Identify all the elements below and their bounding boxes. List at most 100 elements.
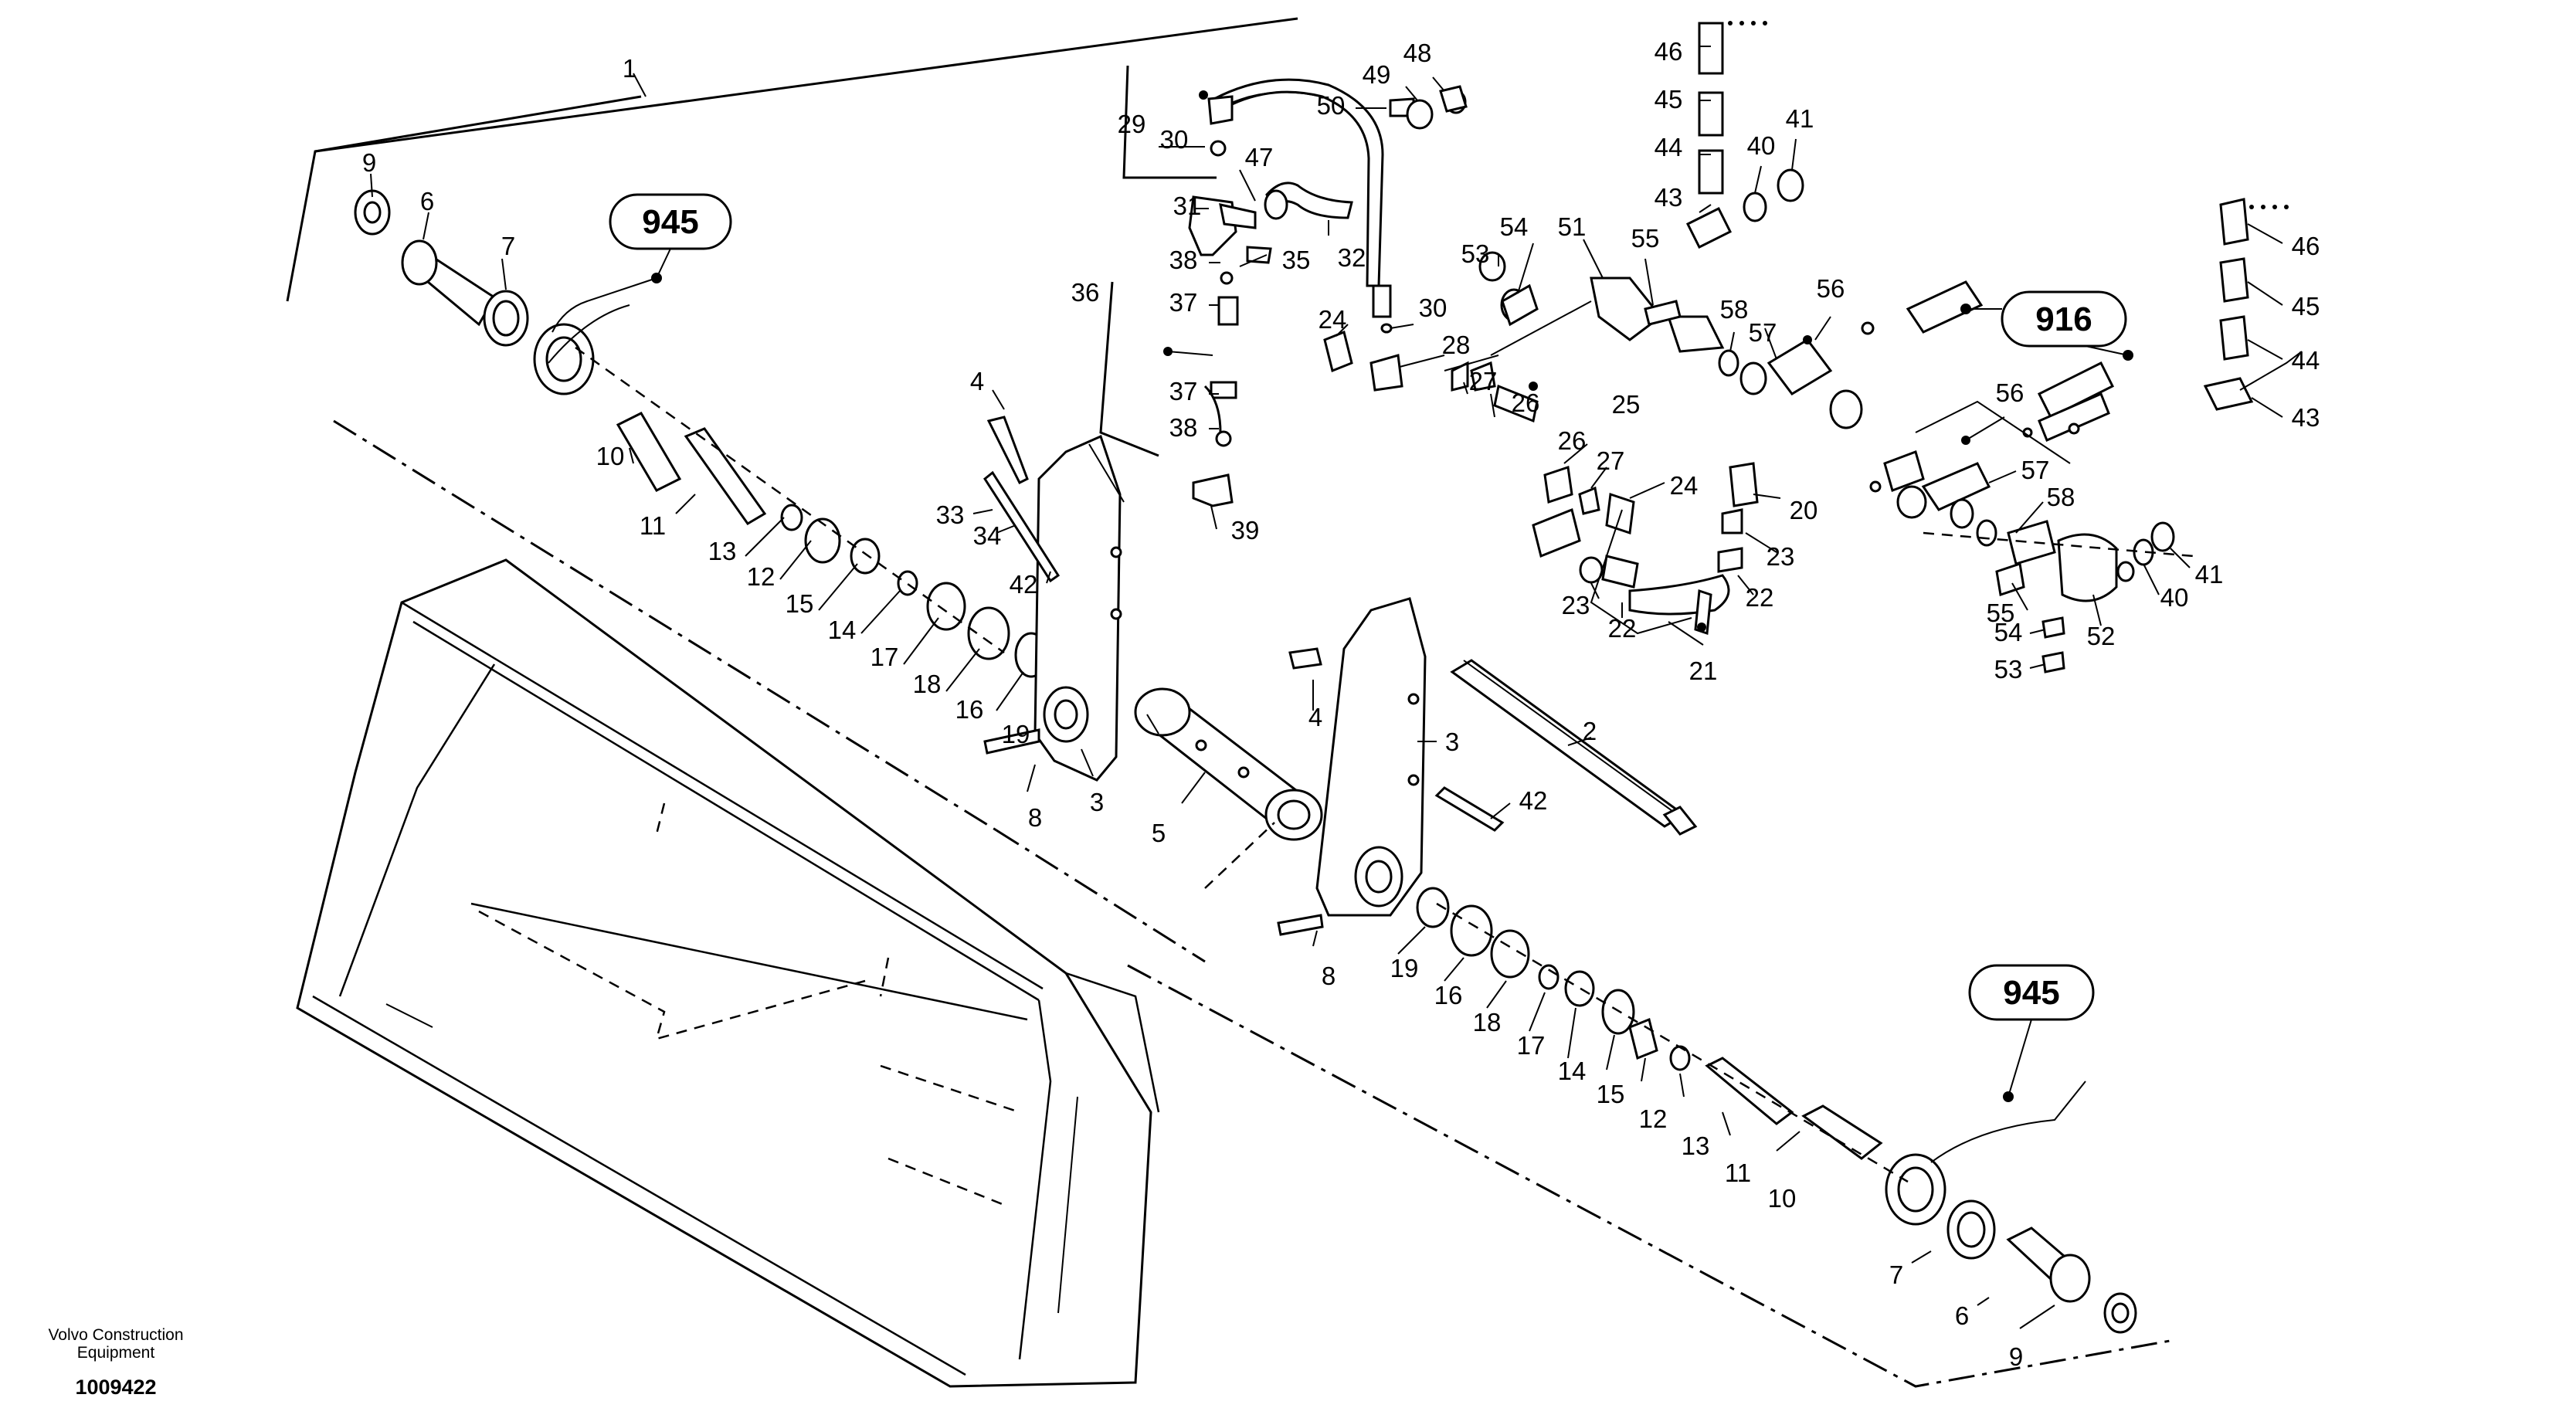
lubrication-hose-assembly	[1099, 65, 1468, 507]
callout-label: 26	[1558, 426, 1587, 455]
callout-label: 43	[2292, 403, 2320, 432]
reference-badge-label: 916	[2035, 300, 2092, 338]
callout-label: 44	[1655, 133, 1683, 161]
callout-label: 33	[936, 500, 965, 529]
right-valve-cluster	[1869, 198, 2303, 673]
footer: Volvo Construction Equipment 1009422	[48, 1326, 183, 1399]
callout-label: 37	[1169, 377, 1198, 405]
callout-label: 45	[2292, 292, 2320, 321]
lubrication-dots	[1728, 21, 2289, 209]
callout-label: 30	[1419, 293, 1448, 322]
callout-label: 53	[1994, 655, 2023, 684]
callout-label: 3	[1445, 728, 1459, 756]
left-lever-arm	[983, 416, 1125, 782]
callout-label: 26	[1512, 388, 1540, 417]
callout-label: 27	[1597, 446, 1625, 475]
callout-label: 10	[596, 442, 625, 470]
callout-label: 42	[1010, 570, 1038, 599]
right-pivot-stack	[1416, 887, 2137, 1334]
callout-label: 6	[1955, 1301, 1969, 1330]
callout-label: 36	[1071, 278, 1100, 307]
right-lever-arm	[1277, 597, 1427, 936]
callout-label: 32	[1338, 243, 1366, 272]
callout-label: 34	[973, 521, 1002, 550]
callout-label: 7	[1889, 1260, 1903, 1289]
callout-label: 42	[1519, 786, 1548, 815]
upper-right-fittings	[1478, 22, 2115, 442]
callout-label: 3	[1090, 788, 1104, 816]
callout-label: 50	[1317, 91, 1346, 120]
callout-label: 16	[955, 695, 984, 724]
callout-label: 14	[1558, 1057, 1587, 1085]
callout-label: 19	[1002, 720, 1030, 748]
callout-label: 12	[747, 562, 776, 591]
callout-label: 27	[1469, 367, 1498, 395]
reference-badge-label: 945	[2003, 974, 2059, 1012]
company-name-line1: Volvo Construction	[48, 1326, 183, 1344]
callout-label: 20	[1790, 496, 1818, 524]
callout-label: 7	[501, 232, 515, 260]
callout-label: 37	[1169, 288, 1198, 317]
callout-label: 22	[1608, 614, 1637, 643]
callout-label: 13	[708, 537, 737, 565]
callout-label: 38	[1169, 413, 1198, 442]
callout-label: 45	[1655, 85, 1683, 114]
callout-label: 56	[1817, 274, 1845, 303]
callout-label: 57	[1749, 318, 1777, 347]
callout-label: 8	[1322, 962, 1336, 990]
callout-label: 44	[2292, 346, 2320, 375]
callout-label: 40	[2160, 583, 2189, 612]
callout-label: 51	[1558, 212, 1587, 241]
callout-label: 17	[871, 643, 899, 671]
callout-label: 56	[1996, 378, 2024, 407]
callout-label: 12	[1639, 1104, 1668, 1133]
callout-label: 57	[2021, 456, 2050, 484]
callout-label: 16	[1434, 981, 1463, 1009]
callout-label: 31	[1173, 192, 1202, 220]
callout-label: 23	[1562, 591, 1590, 619]
left-pivot-stack	[354, 189, 1048, 678]
callout-label: 4	[1308, 703, 1322, 731]
callout-label: 39	[1231, 516, 1260, 545]
callout-label: 24	[1319, 305, 1347, 334]
callout-label: 23	[1767, 542, 1795, 571]
callout-label: 58	[1720, 295, 1749, 324]
callout-label: 54	[1500, 212, 1529, 241]
reference-badge-label: 945	[642, 203, 698, 241]
callout-label: 11	[640, 511, 666, 540]
callout-label: 19	[1390, 954, 1419, 982]
callout-label: 35	[1282, 246, 1311, 274]
callout-label: 55	[1987, 599, 2015, 627]
callout-label: 9	[362, 148, 376, 177]
callout-label: 38	[1169, 246, 1198, 274]
reference-badge-945-right: 945	[1968, 964, 2095, 1102]
callout-label: 21	[1689, 657, 1718, 685]
callout-label: 15	[1597, 1080, 1625, 1108]
callout-label: 52	[2087, 622, 2116, 650]
callout-label: 43	[1655, 183, 1683, 212]
bucket	[296, 558, 1160, 1388]
callout-label: 10	[1768, 1184, 1797, 1213]
callout-label: 28	[1442, 331, 1471, 359]
callout-label: 8	[1028, 803, 1042, 832]
middle-right-fittings	[1444, 300, 1759, 636]
callout-label: 4	[970, 367, 984, 395]
callout-label: 30	[1160, 125, 1189, 154]
callout-label: 5	[1152, 819, 1166, 847]
callout-label: 18	[1473, 1008, 1502, 1036]
callout-label: 40	[1747, 131, 1776, 160]
shaft-and-pin	[1134, 659, 1698, 889]
callout-label: 46	[1655, 37, 1683, 66]
callout-label: 49	[1363, 60, 1391, 89]
callout-label: 22	[1746, 583, 1774, 612]
callout-label: 24	[1670, 471, 1699, 500]
callout-label: 54	[1994, 618, 2023, 646]
reference-badge-945-left: 945	[552, 193, 732, 333]
callout-label: 41	[2195, 560, 2224, 589]
callout-label: 15	[786, 589, 814, 618]
callout-label: 1	[623, 54, 636, 83]
callout-label: 41	[1786, 104, 1814, 133]
callout-label: 11	[1725, 1159, 1751, 1187]
callout-label: 29	[1118, 110, 1146, 138]
callout-label: 17	[1517, 1031, 1546, 1060]
